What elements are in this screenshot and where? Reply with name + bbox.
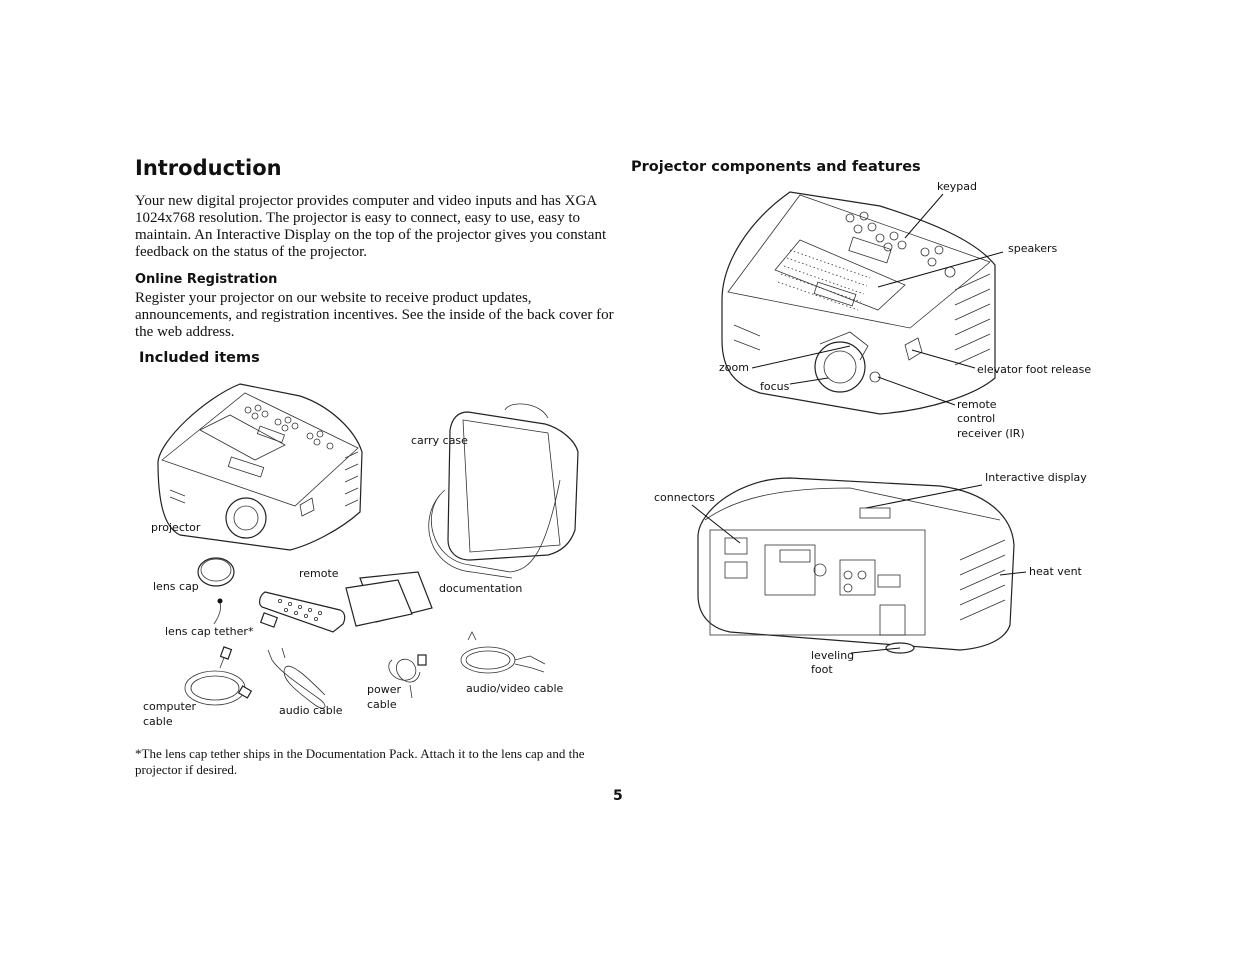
carry-case-illustration xyxy=(428,403,579,579)
projector-small-illustration xyxy=(157,383,363,551)
label-elevator-foot-release: elevator foot release xyxy=(977,363,1092,376)
callout-leader-lines xyxy=(691,193,1027,654)
page-title: Introduction xyxy=(135,156,282,180)
documentation-illustration xyxy=(345,571,433,627)
label-keypad: keypad xyxy=(937,180,977,193)
online-registration-paragraph: Register your projector on our website t… xyxy=(135,290,614,340)
lens-cap-illustration xyxy=(197,557,235,587)
label-audio-cable: audio cable xyxy=(279,704,343,717)
label-remote: remote xyxy=(299,567,339,580)
label-documentation: documentation xyxy=(439,582,523,595)
power-cable-illustration xyxy=(388,654,427,699)
label-carry-case: carry case xyxy=(411,434,468,447)
label-focus: focus xyxy=(760,380,790,393)
label-audio-video-cable: audio/video cable xyxy=(466,682,564,695)
label-leveling-foot-line2: foot xyxy=(811,663,833,676)
online-registration-heading: Online Registration xyxy=(135,272,278,287)
label-power-cable-line2: cable xyxy=(367,698,397,711)
lens-cap-tether-illustration xyxy=(213,598,223,625)
label-computer-cable-line1: computer xyxy=(143,700,197,713)
label-remote-control-line1: remote xyxy=(957,398,997,411)
page-number: 5 xyxy=(613,788,623,804)
label-connectors: connectors xyxy=(654,491,715,504)
label-heat-vent: heat vent xyxy=(1029,565,1082,578)
label-remote-control-line2: control xyxy=(957,412,996,425)
label-zoom: zoom xyxy=(719,361,749,374)
keypad-buttons-large xyxy=(845,211,956,278)
label-computer-cable-line2: cable xyxy=(143,715,173,728)
components-heading: Projector components and features xyxy=(631,159,921,175)
label-leveling-foot-line1: leveling xyxy=(811,649,855,662)
footnote: *The lens cap tether ships in the Docume… xyxy=(135,746,585,777)
keypad-buttons-small xyxy=(244,404,334,450)
label-speakers: speakers xyxy=(1008,242,1058,255)
projector-top-view-illustration xyxy=(721,191,996,415)
computer-cable-illustration xyxy=(184,646,253,706)
remote-illustration xyxy=(259,591,346,633)
intro-paragraph: Your new digital projector provides comp… xyxy=(135,193,607,260)
label-remote-control-line3: receiver (IR) xyxy=(957,427,1025,440)
label-power-cable-line1: power xyxy=(367,683,401,696)
label-interactive-display: Interactive display xyxy=(985,471,1087,484)
label-lens-cap: lens cap xyxy=(153,580,199,593)
projector-rear-view-illustration xyxy=(697,477,1015,654)
audio-video-cable-illustration xyxy=(460,631,546,674)
label-lens-cap-tether: lens cap tether* xyxy=(165,625,254,638)
audio-cable-illustration xyxy=(267,647,326,709)
label-projector: projector xyxy=(151,521,201,534)
included-items-heading: Included items xyxy=(139,350,260,366)
